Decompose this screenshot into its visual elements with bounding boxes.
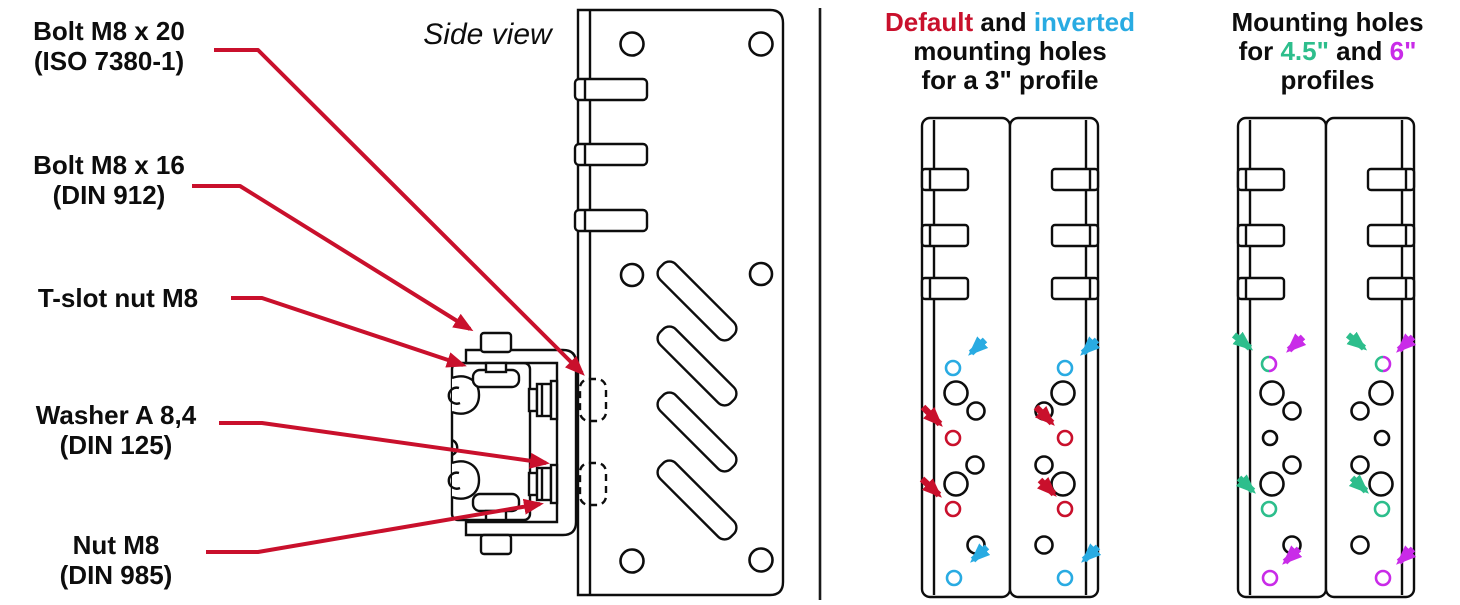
label-line: Washer A 8,4 [35, 400, 197, 430]
middle-panel-arrows [919, 336, 1102, 563]
plate-hole [748, 261, 774, 287]
plate-hole [619, 31, 645, 57]
plate-hole [619, 262, 645, 288]
right-panel-arrows [1231, 331, 1417, 565]
word-for: for [1238, 36, 1281, 66]
word-inverted: inverted [1033, 7, 1135, 37]
middle-heading-line1: Default and inverted [856, 8, 1164, 37]
label-nut: Nut M8 (DIN 985) [8, 530, 224, 590]
plate-tabs [573, 77, 649, 233]
label-washer: Washer A 8,4 (DIN 125) [8, 400, 224, 460]
side-view-title: Side view [423, 18, 552, 51]
inverted-hole [944, 359, 962, 377]
plate-hole [619, 548, 645, 574]
default-hole [944, 500, 962, 518]
leader-lines [192, 48, 585, 554]
bolt-head-bottom [479, 533, 513, 556]
default-hole [944, 429, 962, 447]
label-line: (DIN 985) [59, 560, 173, 590]
hole-45 [1260, 500, 1278, 518]
hidden-bolt-head-top [578, 377, 608, 423]
t-slot-nut-top-neck [484, 361, 508, 374]
label-line: (ISO 7380-1) [33, 46, 185, 76]
leader-t-slot-nut [231, 296, 467, 368]
leader-bolt-m8x20 [214, 48, 585, 376]
side-view-plate [573, 8, 785, 597]
middle-heading-line2: mounting holes [913, 36, 1107, 66]
default-hole [1056, 500, 1074, 518]
word-default: Default [885, 7, 974, 37]
inverted-hole [945, 569, 963, 587]
right-heading-line3: profiles [1280, 65, 1375, 95]
bolt-stack-top [527, 377, 608, 423]
word-6in: 6" [1389, 36, 1417, 66]
right-heading-line2: for 4.5" and 6" [1180, 37, 1460, 66]
middle-heading-line3: for a 3" profile [921, 65, 1099, 95]
label-line: T-slot nut M8 [37, 283, 199, 313]
plate-vent-slots [656, 260, 738, 541]
hole-6 [1261, 569, 1279, 587]
middle-heading: Default and inverted mounting holes for … [856, 8, 1164, 95]
inverted-hole [1056, 569, 1074, 587]
shared-hole-45-half [1260, 355, 1270, 373]
label-bolt-m8x20: Bolt M8 x 20 (ISO 7380-1) [2, 16, 216, 76]
word-45in: 4.5" [1280, 36, 1329, 66]
label-t-slot-nut: T-slot nut M8 [10, 283, 226, 313]
leader-washer [219, 421, 550, 469]
front-view-3in-profiles [919, 116, 1102, 599]
leader-nut [206, 498, 544, 554]
hole-6 [1374, 569, 1392, 587]
bolt-head-top [479, 331, 513, 354]
side-view-clamp-assembly [447, 331, 608, 556]
clamp-bracket [464, 348, 578, 537]
plate-hole [748, 31, 774, 57]
shared-hole-6-half [1268, 355, 1278, 373]
right-heading: Mounting holes for 4.5" and 6" profiles [1180, 8, 1460, 95]
hole-45 [1373, 500, 1391, 518]
hidden-bolt-head-bottom [578, 461, 608, 507]
leader-bolt-m8x16 [192, 184, 474, 332]
plate-hole [748, 547, 774, 573]
label-line: (DIN 912) [52, 180, 166, 210]
word-and: and [973, 7, 1034, 37]
inverted-hole [1056, 359, 1074, 377]
right-heading-line1: Mounting holes [1231, 7, 1424, 37]
shared-hole-45-half [1374, 355, 1384, 373]
label-bolt-m8x16: Bolt M8 x 16 (DIN 912) [2, 150, 216, 210]
front-view-45-6in-profiles [1231, 116, 1417, 599]
label-line: (DIN 125) [59, 430, 173, 460]
default-hole [1056, 429, 1074, 447]
shared-hole-6-half [1382, 355, 1392, 373]
label-line: Bolt M8 x 20 [33, 16, 185, 46]
t-slot-opening [451, 460, 481, 500]
label-line: Bolt M8 x 16 [33, 150, 185, 180]
word-and2: and [1328, 36, 1390, 66]
label-line: Nut M8 [72, 530, 160, 560]
